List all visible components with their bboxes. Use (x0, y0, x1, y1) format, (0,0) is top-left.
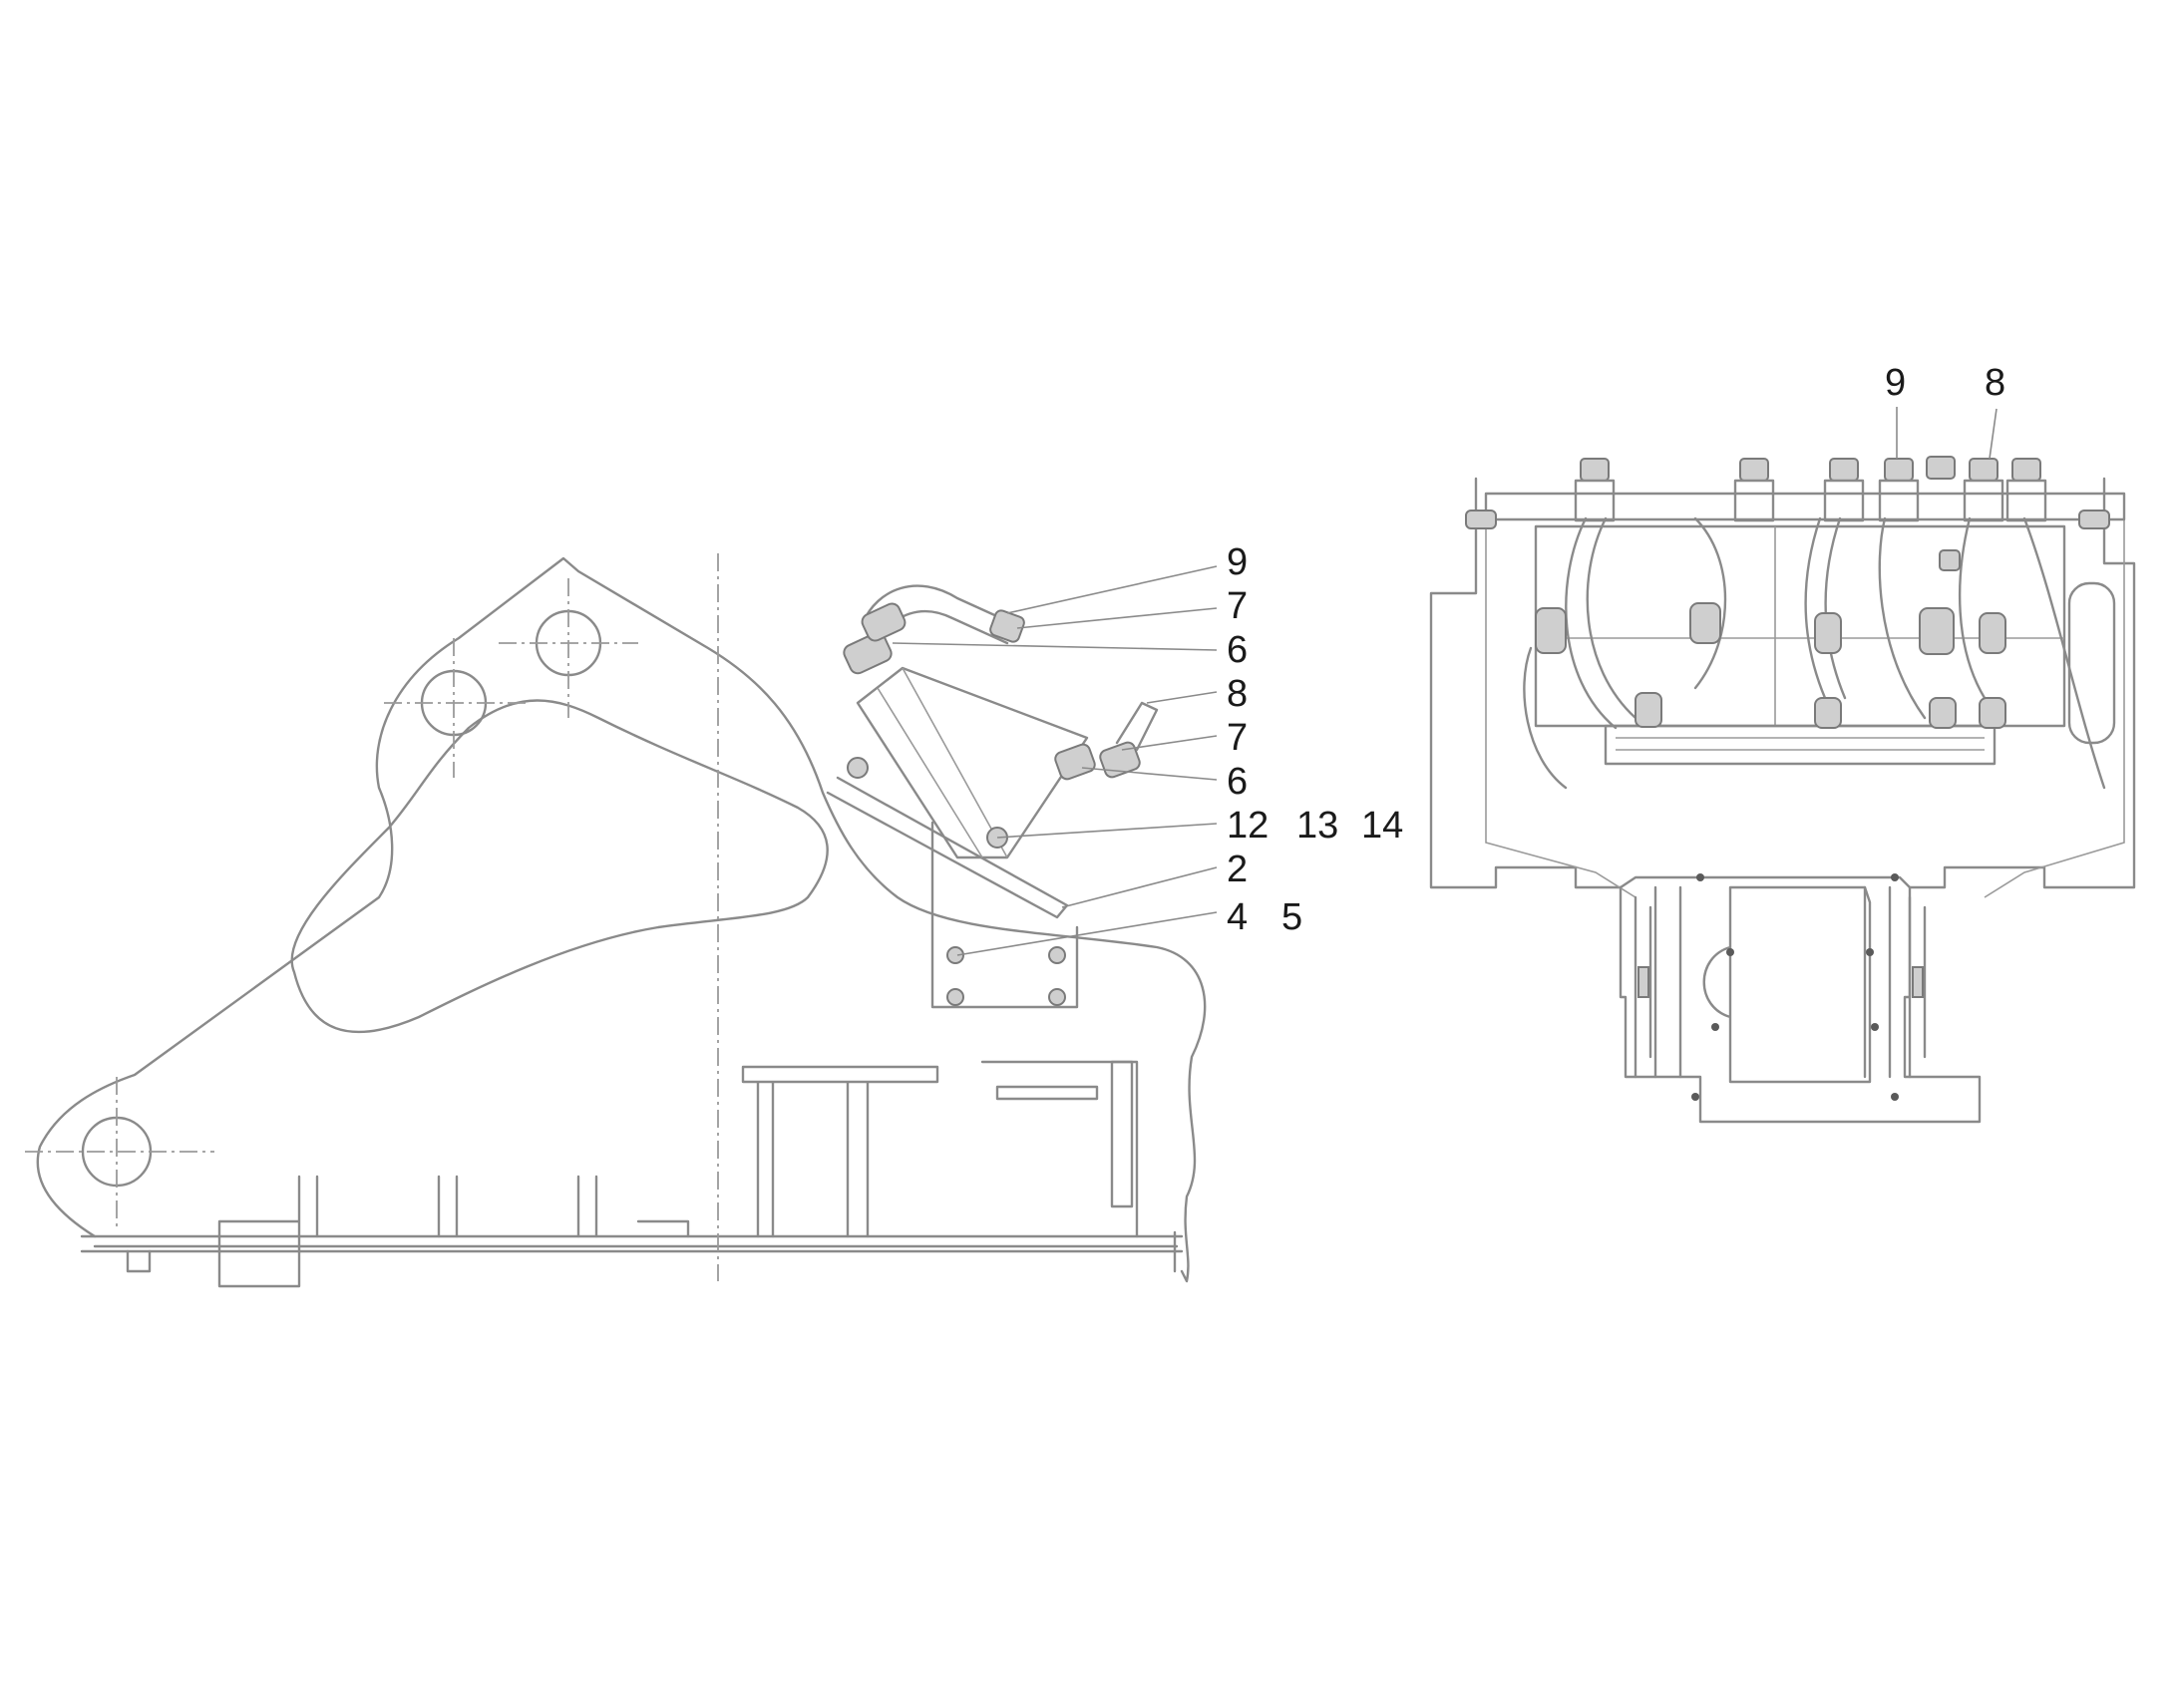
upper-hose-end (989, 609, 1025, 643)
valve-block-edge-2 (877, 687, 983, 858)
manifold-base-hatch (1616, 737, 1985, 751)
callout-7: 7 (1227, 585, 1248, 627)
hose-fittings (1535, 549, 2006, 729)
right-fitting-a (1054, 743, 1096, 781)
callout-8: 8 (1985, 362, 2005, 404)
bracket-bolt-2 (1048, 946, 1066, 964)
left-plug (1465, 510, 1497, 529)
upper-fitting-b (861, 602, 907, 642)
manifold-bar (1484, 492, 2126, 521)
side-callouts: 9 7 6 8 7 6 12 13 14 2 4 5 (1227, 541, 1403, 938)
base-rail-bottom (80, 1244, 1184, 1253)
callout-4: 4 (1227, 896, 1248, 938)
side-view (25, 553, 1207, 1288)
callout-2: 2 (1227, 849, 1248, 890)
callout-9: 9 (1885, 362, 1906, 404)
right-side-box (2067, 581, 2116, 745)
left-leg-clip (1637, 966, 1649, 998)
right-leg-clip (1912, 966, 1924, 998)
hose-loops (1523, 516, 2106, 790)
callout-7: 7 (1227, 717, 1248, 759)
bracket-bolt-1 (946, 946, 964, 964)
valve-block (856, 666, 1089, 859)
callout-14: 14 (1361, 805, 1403, 847)
lower-frame (741, 1060, 1139, 1238)
bracket-bolt-4 (1048, 988, 1066, 1006)
right-plug (2078, 510, 2110, 529)
callout-8: 8 (1227, 673, 1248, 715)
bolt-dots (1691, 873, 1899, 1101)
front-callouts: 9 8 (1885, 362, 2005, 404)
right-fitting-b (1099, 741, 1141, 779)
center-lower-panel (1702, 885, 1872, 1084)
front-view (1429, 456, 2136, 1124)
callout-9: 9 (1227, 541, 1248, 583)
lower-left-leg (1634, 895, 1652, 1079)
callout-5: 5 (1281, 896, 1302, 938)
pin-centerlines (25, 578, 638, 1226)
callout-6: 6 (1227, 761, 1248, 803)
frame-inner-cutout (290, 699, 829, 1034)
top-caps (1574, 456, 2047, 522)
bracket-bolt-3 (946, 988, 964, 1006)
manifold-base (1604, 724, 1997, 766)
upper-fitting-a (843, 631, 893, 675)
side-leaders (892, 565, 1218, 956)
bracket-ramp (826, 776, 1069, 919)
base-fitting-left (847, 757, 869, 779)
callout-13: 13 (1296, 805, 1338, 847)
manifold-divider (1536, 526, 2064, 726)
lower-cylinder (1110, 1060, 1134, 1208)
valve-block-edge (902, 667, 1008, 858)
housing-inner (1485, 499, 2125, 898)
callout-12: 12 (1227, 805, 1269, 847)
lower-right-leg (1908, 895, 1927, 1079)
lower-body (1619, 875, 1912, 1079)
right-hose (1115, 701, 1159, 752)
mounting-bracket-plate (930, 821, 1079, 1009)
callout-6: 6 (1227, 629, 1248, 671)
frame-feet (126, 1175, 690, 1288)
housing-outline (1429, 477, 2136, 1124)
frame-outline (36, 556, 1207, 1283)
front-leaders (1896, 407, 1998, 460)
